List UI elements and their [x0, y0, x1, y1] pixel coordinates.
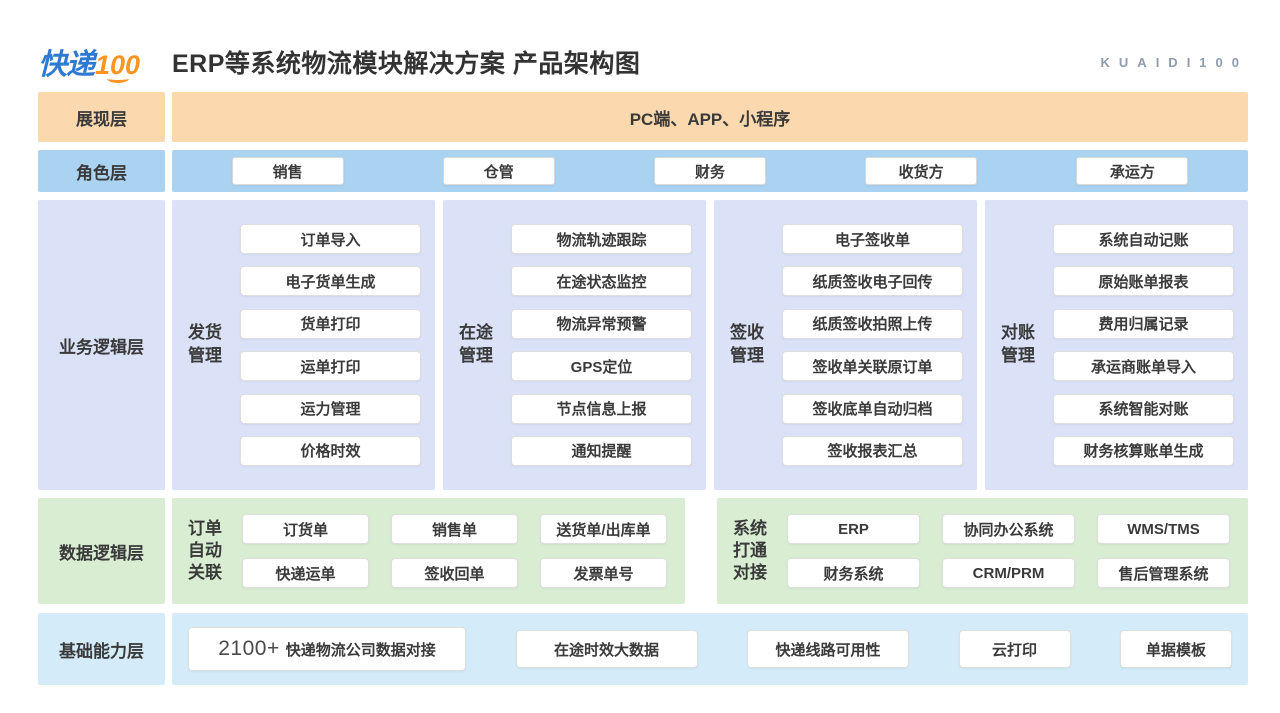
- data-layer-label: 数据逻辑层: [38, 498, 165, 604]
- module-box: 纸质签收拍照上传: [782, 308, 963, 339]
- presentation-layer-row: 展现层 PC端、APP、小程序: [38, 92, 1248, 142]
- module-box: 系统智能对账: [1053, 393, 1234, 424]
- module-box: GPS定位: [511, 351, 692, 382]
- logo-text-cn: 快递: [38, 49, 95, 81]
- module-box: 原始账单报表: [1053, 266, 1234, 297]
- foundation-layer-row: 基础能力层 2100+ 快递物流公司数据对接 在途时效大数据 快递线路可用性 云打印 单据…: [38, 613, 1248, 685]
- data-group-label: 订单自动关联: [188, 518, 222, 583]
- module-box: 订单导入: [240, 224, 421, 254]
- capability-label: 在途时效大数据: [553, 641, 659, 659]
- data-box: 协同办公系统: [942, 514, 1075, 544]
- roles-layer-row: 角色层 销售 仓管 财务 收货方 承运方: [38, 150, 1248, 192]
- module-box: 物流轨迹跟踪: [511, 224, 692, 254]
- data-group-boxes: 订货单销售单送货单/出库单快递运单签收回单发票单号: [242, 514, 667, 588]
- page-header: 快递 100 ERP等系统物流模块解决方案 产品架构图 KUAIDI100: [38, 38, 1248, 86]
- module-box: 系统自动记账: [1053, 224, 1234, 254]
- kuaidi100-logo: 快递 100: [38, 41, 172, 83]
- data-layer-row: 数据逻辑层 订单自动关联订货单销售单送货单/出库单快递运单签收回单发票单号系统打…: [38, 498, 1248, 604]
- roles-layer-label: 角色层: [38, 150, 165, 192]
- role-pill: 财务: [653, 157, 766, 185]
- data-box: 售后管理系统: [1097, 558, 1230, 588]
- business-group-label: 发货管理: [188, 323, 222, 365]
- data-group: 订单自动关联订货单销售单送货单/出库单快递运单签收回单发票单号: [172, 498, 685, 604]
- capability-box: 云打印: [958, 630, 1071, 668]
- business-layer-content: 发货管理订单导入电子货单生成货单打印运单打印运力管理价格时效在途管理物流轨迹跟踪…: [172, 200, 1248, 490]
- business-group: 签收管理电子签收单纸质签收电子回传纸质签收拍照上传签收单关联原订单签收底单自动归…: [714, 200, 977, 490]
- capability-label: 云打印: [991, 641, 1037, 659]
- module-box: 签收底单自动归档: [782, 393, 963, 424]
- data-box: WMS/TMS: [1097, 514, 1230, 544]
- module-box: 承运商账单导入: [1053, 351, 1234, 382]
- business-layer-row: 业务逻辑层 发货管理订单导入电子货单生成货单打印运单打印运力管理价格时效在途管理…: [38, 200, 1248, 490]
- module-box: 在途状态监控: [511, 266, 692, 297]
- business-group-label: 签收管理: [730, 323, 764, 365]
- module-box: 价格时效: [240, 435, 421, 466]
- capability-label: 快递线路可用性: [775, 641, 881, 659]
- role-pill: 销售: [231, 157, 344, 185]
- brand-wordmark: KUAIDI100: [1100, 54, 1248, 70]
- module-box: 节点信息上报: [511, 393, 692, 424]
- role-pill: 承运方: [1076, 157, 1189, 185]
- business-group: 对账管理系统自动记账原始账单报表费用归属记录承运商账单导入系统智能对账财务核算账…: [985, 200, 1248, 490]
- data-group-boxes: ERP 协同办公系统 WMS/TMS 财务系统 CRM/PRM 售后管理系统: [787, 514, 1230, 588]
- module-box: 通知提醒: [511, 435, 692, 466]
- data-box: 发票单号: [540, 558, 667, 588]
- business-group-boxes: 系统自动记账原始账单报表费用归属记录承运商账单导入系统智能对账财务核算账单生成: [1053, 224, 1234, 466]
- business-group-label: 在途管理: [459, 323, 493, 365]
- module-box: 货单打印: [240, 308, 421, 339]
- role-pill: 仓管: [442, 157, 555, 185]
- module-box: 物流异常预警: [511, 308, 692, 339]
- data-box: 送货单/出库单: [540, 514, 667, 544]
- module-box: 财务核算账单生成: [1053, 435, 1234, 466]
- business-group-boxes: 物流轨迹跟踪在途状态监控物流异常预警 GPS定位节点信息上报通知提醒: [511, 224, 692, 466]
- data-box: 财务系统: [787, 558, 920, 588]
- data-box: 签收回单: [391, 558, 518, 588]
- business-group-boxes: 电子签收单纸质签收电子回传纸质签收拍照上传签收单关联原订单签收底单自动归档签收报…: [782, 224, 963, 466]
- role-pill: 收货方: [865, 157, 978, 185]
- business-layer-label: 业务逻辑层: [38, 200, 165, 490]
- logo-smile-arc-icon: [107, 74, 130, 83]
- capability-box: 快递线路可用性: [747, 630, 909, 668]
- data-group: 系统打通对接 ERP 协同办公系统 WMS/TMS 财务系统 CRM/PRM 售后管理系统: [717, 498, 1248, 604]
- capability-box: 在途时效大数据: [515, 630, 698, 668]
- capability-box: 2100+ 快递物流公司数据对接: [188, 627, 466, 671]
- module-box: 费用归属记录: [1053, 308, 1234, 339]
- data-box: ERP: [787, 514, 920, 544]
- module-box: 签收报表汇总: [782, 435, 963, 466]
- page-title: ERP等系统物流模块解决方案 产品架构图: [172, 50, 641, 78]
- module-box: 签收单关联原订单: [782, 351, 963, 382]
- data-box: 订货单: [242, 514, 369, 544]
- capability-label: 单据模板: [1145, 641, 1206, 659]
- roles-layer-content: 销售 仓管 财务 收货方 承运方: [172, 150, 1248, 192]
- module-box: 纸质签收电子回传: [782, 266, 963, 297]
- module-box: 电子货单生成: [240, 266, 421, 297]
- data-box: CRM/PRM: [942, 558, 1075, 588]
- data-box: 快递运单: [242, 558, 369, 588]
- capability-box: 单据模板: [1120, 630, 1232, 668]
- business-group: 发货管理订单导入电子货单生成货单打印运单打印运力管理价格时效: [172, 200, 435, 490]
- module-box: 运单打印: [240, 351, 421, 382]
- foundation-layer-label: 基础能力层: [38, 613, 165, 685]
- data-layer-content: 订单自动关联订货单销售单送货单/出库单快递运单签收回单发票单号 系统打通对接 ERP…: [172, 498, 1248, 604]
- capability-label: 快递物流公司数据对接: [285, 641, 436, 659]
- data-box: 销售单: [391, 514, 518, 544]
- module-box: 电子签收单: [782, 224, 963, 254]
- presentation-layer-label: 展现层: [38, 92, 165, 142]
- business-group-boxes: 订单导入电子货单生成货单打印运单打印运力管理价格时效: [240, 224, 421, 466]
- module-box: 运力管理: [240, 393, 421, 424]
- presentation-layer-content: PC端、APP、小程序: [172, 92, 1248, 142]
- foundation-layer-content: 2100+ 快递物流公司数据对接 在途时效大数据 快递线路可用性 云打印 单据模板: [172, 613, 1248, 685]
- business-group: 在途管理 物流轨迹跟踪在途状态监控物流异常预警 GPS定位节点信息上报通知提醒: [443, 200, 706, 490]
- capability-count: 2100+: [218, 637, 280, 660]
- data-group-label: 系统打通对接: [733, 518, 767, 583]
- business-group-label: 对账管理: [1001, 323, 1035, 365]
- logo-text-num: 100: [95, 50, 140, 83]
